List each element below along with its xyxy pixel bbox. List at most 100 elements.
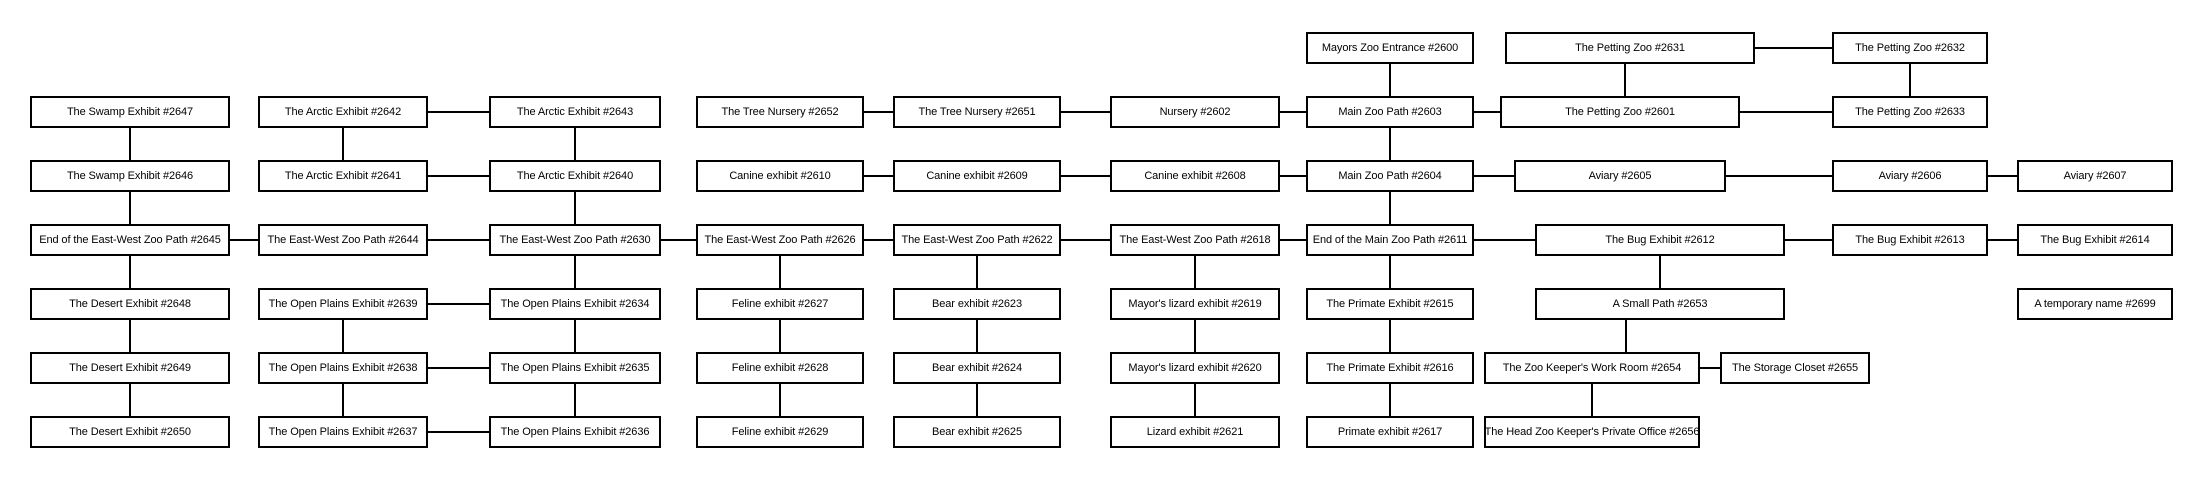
room-box-2644: The East-West Zoo Path #2644	[258, 224, 428, 256]
room-label: The East-West Zoo Path #2626	[704, 234, 856, 246]
room-box-2645: End of the East-West Zoo Path #2645	[30, 224, 230, 256]
room-label: The Arctic Exhibit #2640	[516, 170, 634, 182]
connector-2623-2624	[976, 320, 978, 352]
connector-2616-2617	[1389, 384, 1391, 416]
room-box-2699: A temporary name #2699	[2017, 288, 2173, 320]
room-box-2605: Aviary #2605	[1514, 160, 1726, 192]
connector-2606-2607	[1988, 175, 2017, 177]
connector-2653-2654	[1625, 320, 1627, 352]
room-label: The Primate Exhibit #2616	[1326, 362, 1454, 374]
room-label: The Swamp Exhibit #2646	[66, 170, 194, 182]
room-box-2619: Mayor's lizard exhibit #2619	[1110, 288, 1280, 320]
room-box-2621: Lizard exhibit #2621	[1110, 416, 1280, 448]
connector-2645-2644	[230, 239, 258, 241]
room-label: End of the East-West Zoo Path #2645	[39, 234, 221, 246]
room-label: The Bug Exhibit #2612	[1605, 234, 1715, 246]
room-label: The East-West Zoo Path #2622	[901, 234, 1053, 246]
room-box-2647: The Swamp Exhibit #2647	[30, 96, 230, 128]
room-box-2610: Canine exhibit #2610	[696, 160, 864, 192]
connector-2624-2625	[976, 384, 978, 416]
connector-2652-2651	[864, 111, 893, 113]
connector-2634-2635	[574, 320, 576, 352]
connector-2631-2632	[1755, 47, 1832, 49]
connector-2604-2605	[1474, 175, 1514, 177]
room-label: The East-West Zoo Path #2618	[1119, 234, 1271, 246]
room-label: Canine exhibit #2610	[729, 170, 831, 182]
room-label: The Petting Zoo #2632	[1855, 42, 1965, 54]
connector-2639-2634	[428, 303, 489, 305]
connector-2646-2645	[129, 192, 131, 224]
connector-2651-2602	[1061, 111, 1110, 113]
room-label: The East-West Zoo Path #2630	[499, 234, 651, 246]
connector-2626-2627	[779, 256, 781, 288]
connector-2619-2620	[1194, 320, 1196, 352]
room-label: Canine exhibit #2609	[926, 170, 1028, 182]
connector-2618-2611	[1280, 239, 1306, 241]
room-label: End of the Main Zoo Path #2611	[1312, 234, 1468, 246]
room-box-2601: The Petting Zoo #2601	[1500, 96, 1740, 128]
connector-2609-2608	[1061, 175, 1110, 177]
connector-2627-2628	[779, 320, 781, 352]
connector-2626-2622	[864, 239, 893, 241]
room-label: The Bug Exhibit #2614	[2040, 234, 2150, 246]
room-box-2600: Mayors Zoo Entrance #2600	[1306, 32, 1474, 64]
room-box-2611: End of the Main Zoo Path #2611	[1306, 224, 1474, 256]
connector-2637-2636	[428, 431, 489, 433]
room-box-2626: The East-West Zoo Path #2626	[696, 224, 864, 256]
connector-2608-2604	[1280, 175, 1306, 177]
room-box-2607: Aviary #2607	[2017, 160, 2173, 192]
room-box-2616: The Primate Exhibit #2616	[1306, 352, 1474, 384]
room-box-2629: Feline exhibit #2629	[696, 416, 864, 448]
room-label: Mayors Zoo Entrance #2600	[1321, 42, 1459, 54]
room-label: The Petting Zoo #2601	[1565, 106, 1675, 118]
room-box-2646: The Swamp Exhibit #2646	[30, 160, 230, 192]
room-box-2628: Feline exhibit #2628	[696, 352, 864, 384]
room-label: A Small Path #2653	[1612, 298, 1708, 310]
connector-2618-2619	[1194, 256, 1196, 288]
connector-2620-2621	[1194, 384, 1196, 416]
room-label: The Tree Nursery #2651	[918, 106, 1036, 118]
connector-2644-2630	[428, 239, 489, 241]
connector-2635-2636	[574, 384, 576, 416]
room-box-2651: The Tree Nursery #2651	[893, 96, 1061, 128]
room-box-2642: The Arctic Exhibit #2642	[258, 96, 428, 128]
room-box-2654: The Zoo Keeper's Work Room #2654	[1484, 352, 1700, 384]
room-box-2606: Aviary #2606	[1832, 160, 1988, 192]
room-box-2603: Main Zoo Path #2603	[1306, 96, 1474, 128]
connector-2611-2612	[1474, 239, 1535, 241]
room-box-2627: Feline exhibit #2627	[696, 288, 864, 320]
room-box-2640: The Arctic Exhibit #2640	[489, 160, 661, 192]
room-label: Lizard exhibit #2621	[1146, 426, 1244, 438]
room-label: The East-West Zoo Path #2644	[267, 234, 419, 246]
connector-2654-2656	[1591, 384, 1593, 416]
connector-2603-2604	[1389, 128, 1391, 160]
room-box-2653: A Small Path #2653	[1535, 288, 1785, 320]
room-label: Feline exhibit #2628	[731, 362, 829, 374]
connector-2615-2616	[1389, 320, 1391, 352]
room-box-2630: The East-West Zoo Path #2630	[489, 224, 661, 256]
room-label: The Arctic Exhibit #2641	[284, 170, 402, 182]
room-label: Aviary #2606	[1878, 170, 1942, 182]
room-label: The Open Plains Exhibit #2637	[268, 426, 418, 438]
room-label: The Storage Closet #2655	[1731, 362, 1859, 374]
connector-2647-2646	[129, 128, 131, 160]
room-box-2632: The Petting Zoo #2632	[1832, 32, 1988, 64]
connector-2622-2623	[976, 256, 978, 288]
room-box-2634: The Open Plains Exhibit #2634	[489, 288, 661, 320]
room-box-2618: The East-West Zoo Path #2618	[1110, 224, 1280, 256]
connector-2639-2638	[342, 320, 344, 352]
room-label: Aviary #2605	[1588, 170, 1652, 182]
room-label: Bear exhibit #2625	[932, 426, 1022, 438]
room-label: Aviary #2607	[2063, 170, 2127, 182]
room-label: The Bug Exhibit #2613	[1855, 234, 1965, 246]
connector-2630-2634	[574, 256, 576, 288]
connector-2604-2611	[1389, 192, 1391, 224]
room-box-2655: The Storage Closet #2655	[1720, 352, 1870, 384]
room-box-2614: The Bug Exhibit #2614	[2017, 224, 2173, 256]
connector-2648-2649	[129, 320, 131, 352]
room-box-2615: The Primate Exhibit #2615	[1306, 288, 1474, 320]
room-label: The Zoo Keeper's Work Room #2654	[1502, 362, 1682, 374]
room-label: Main Zoo Path #2604	[1338, 170, 1442, 182]
room-label: Feline exhibit #2629	[731, 426, 829, 438]
connector-2631-2601	[1624, 64, 1626, 96]
